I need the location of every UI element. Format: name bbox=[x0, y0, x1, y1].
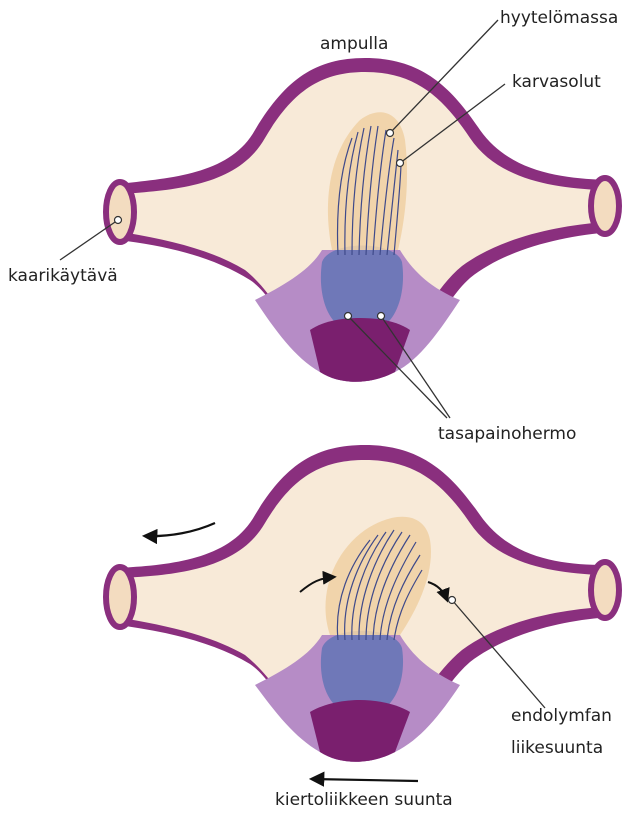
label-ampulla: ampulla bbox=[320, 36, 388, 53]
leader-kaarikaytava bbox=[60, 220, 118, 260]
label-karvasolut: karvasolut bbox=[512, 74, 601, 91]
crista-body-top bbox=[321, 246, 403, 326]
arrow-left-icon bbox=[145, 523, 215, 536]
nerve-bottom bbox=[310, 700, 410, 762]
label-endolymfan: endolymfan bbox=[511, 708, 612, 725]
canal-end-left-bottom bbox=[106, 567, 134, 627]
canal-end-left-top bbox=[106, 182, 134, 242]
label-liikesuunta: liikesuunta bbox=[511, 740, 603, 757]
label-kiertoliikkeen-suunta: kiertoliikkeen suunta bbox=[275, 792, 453, 809]
ampulla-bottom bbox=[106, 445, 619, 781]
label-tasapainohermo: tasapainohermo bbox=[438, 426, 576, 443]
crista-body-bottom bbox=[321, 631, 403, 708]
canal-end-right-bottom bbox=[591, 562, 619, 618]
label-hyytelomassa: hyytelömassa bbox=[500, 10, 618, 27]
label-kaarikaytava: kaarikäytävä bbox=[8, 268, 118, 285]
arrow-left-icon bbox=[312, 779, 418, 781]
canal-end-right-top bbox=[591, 178, 619, 234]
